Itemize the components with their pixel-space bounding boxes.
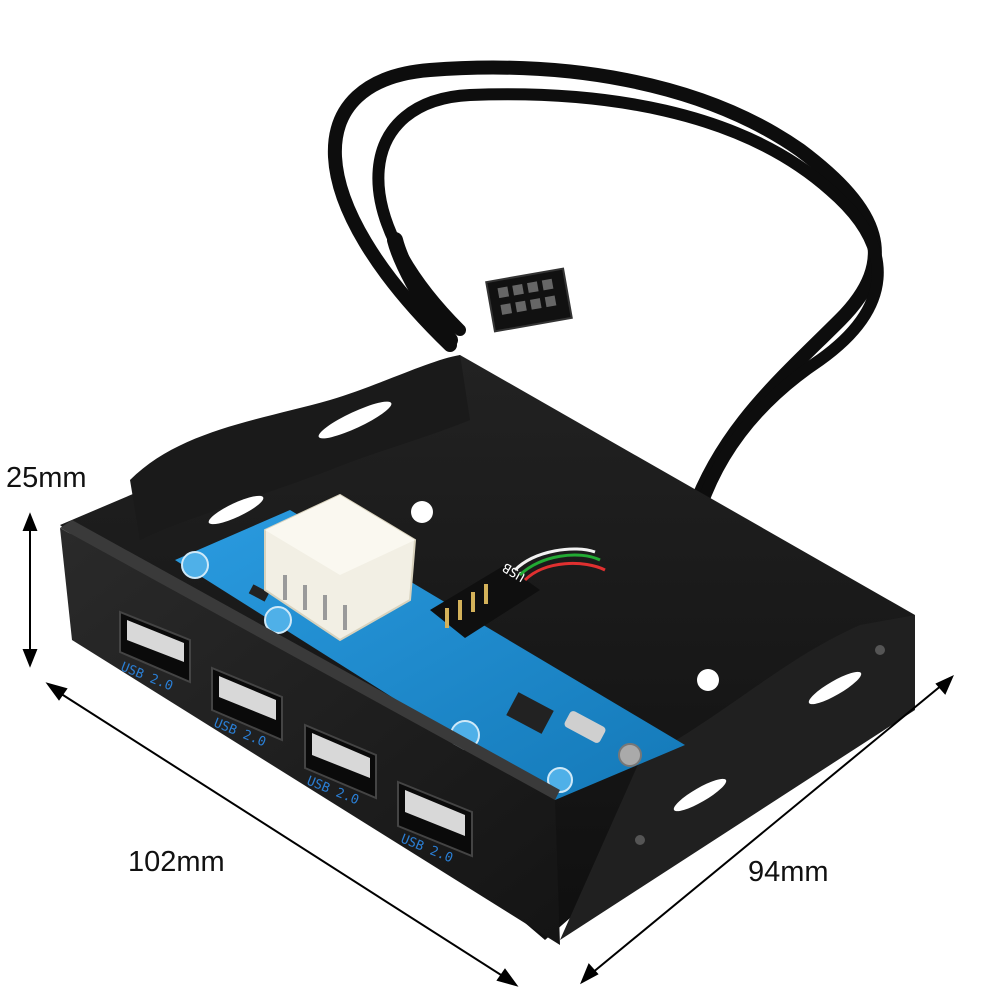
width-dimension-arrow	[45, 682, 519, 987]
usb-port-3[interactable]: USB 2.0	[304, 723, 377, 808]
usb-pin-header: USB	[430, 559, 540, 638]
usb-cable	[328, 60, 884, 587]
width-dimension-label: 102mm	[128, 846, 225, 878]
height-dimension-arrow	[22, 512, 38, 668]
height-dimension-label: 25mm	[6, 462, 87, 494]
depth-dimension-arrow	[580, 674, 954, 985]
molex-connector	[264, 493, 417, 642]
depth-dimension-label: 94mm	[748, 856, 829, 888]
internal-usb-connector	[485, 267, 573, 333]
